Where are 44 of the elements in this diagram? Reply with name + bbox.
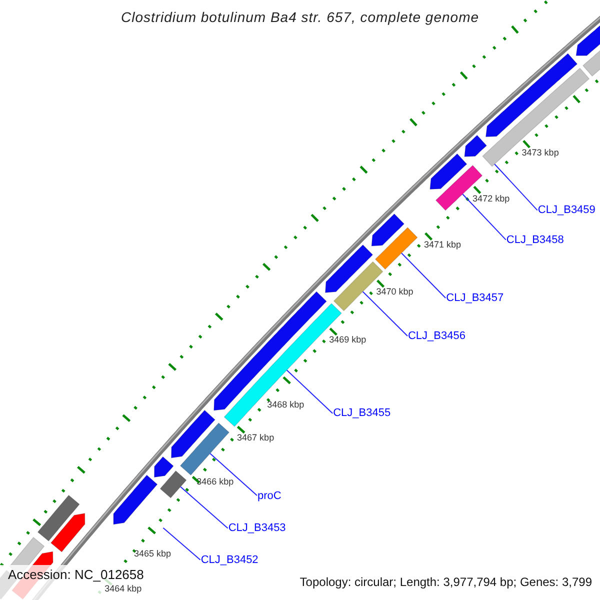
gene-label: proC [257, 488, 282, 503]
gene-feature-block [464, 134, 488, 157]
tick-label: 3471 kbp [424, 240, 462, 251]
gene-label: CLJ_B3455 [333, 406, 391, 420]
gene-label: CLJ_B3457 [446, 291, 504, 305]
gene-feature-block [154, 456, 174, 478]
gene-label: CLJ_B3456 [408, 329, 466, 343]
gene-bar [37, 494, 80, 542]
gene-feature-block [214, 291, 327, 411]
leader-line [210, 453, 258, 496]
title: Clostridium botulinum Ba4 str. 657, complete genome [120, 8, 480, 26]
tick-label: 3469 kbp [329, 334, 366, 346]
tick-label: 3467 kbp [237, 432, 274, 443]
leader-line [462, 194, 506, 240]
genome-stats-text: Topology: circular; Length: 3,977,794 bp; Genes: 3,799 [300, 575, 592, 590]
leader-line [286, 370, 334, 414]
gene-bar [180, 422, 230, 476]
gene-label: CLJ_B3458 [506, 232, 564, 247]
tick-label: 3466 kbp [196, 476, 234, 488]
tick-label: 3464 kbp [104, 584, 142, 594]
gene-feature-block [50, 513, 86, 552]
gene-feature-block [371, 213, 405, 246]
gene-feature-block [113, 474, 158, 525]
gene-label: CLJ_B3459 [538, 203, 596, 218]
tick-label: 3465 kbp [134, 548, 172, 560]
gene-label: CLJ_B3453 [228, 521, 286, 536]
leader-line [494, 164, 538, 211]
gene-feature-block [324, 244, 374, 293]
tick-label: 3472 kbp [472, 193, 510, 204]
gene-bar [482, 68, 590, 167]
leader-line [401, 252, 446, 298]
leader-line [162, 527, 201, 560]
tick-label: 3473 kbp [522, 148, 559, 159]
gene-bar [374, 227, 418, 270]
leader-line [362, 291, 408, 336]
tick-label: 3468 kbp [267, 399, 304, 410]
gene-bar [160, 470, 187, 498]
accession-text: Accession: NC_012658 [8, 567, 144, 582]
gene-feature-block [171, 410, 216, 458]
gene-label: CLJ_B3452 [200, 552, 258, 567]
leader-line [180, 486, 228, 529]
tick-label: 3470 kbp [376, 286, 414, 298]
gene-feature-block [485, 53, 578, 138]
gene-feature-block [430, 153, 468, 190]
